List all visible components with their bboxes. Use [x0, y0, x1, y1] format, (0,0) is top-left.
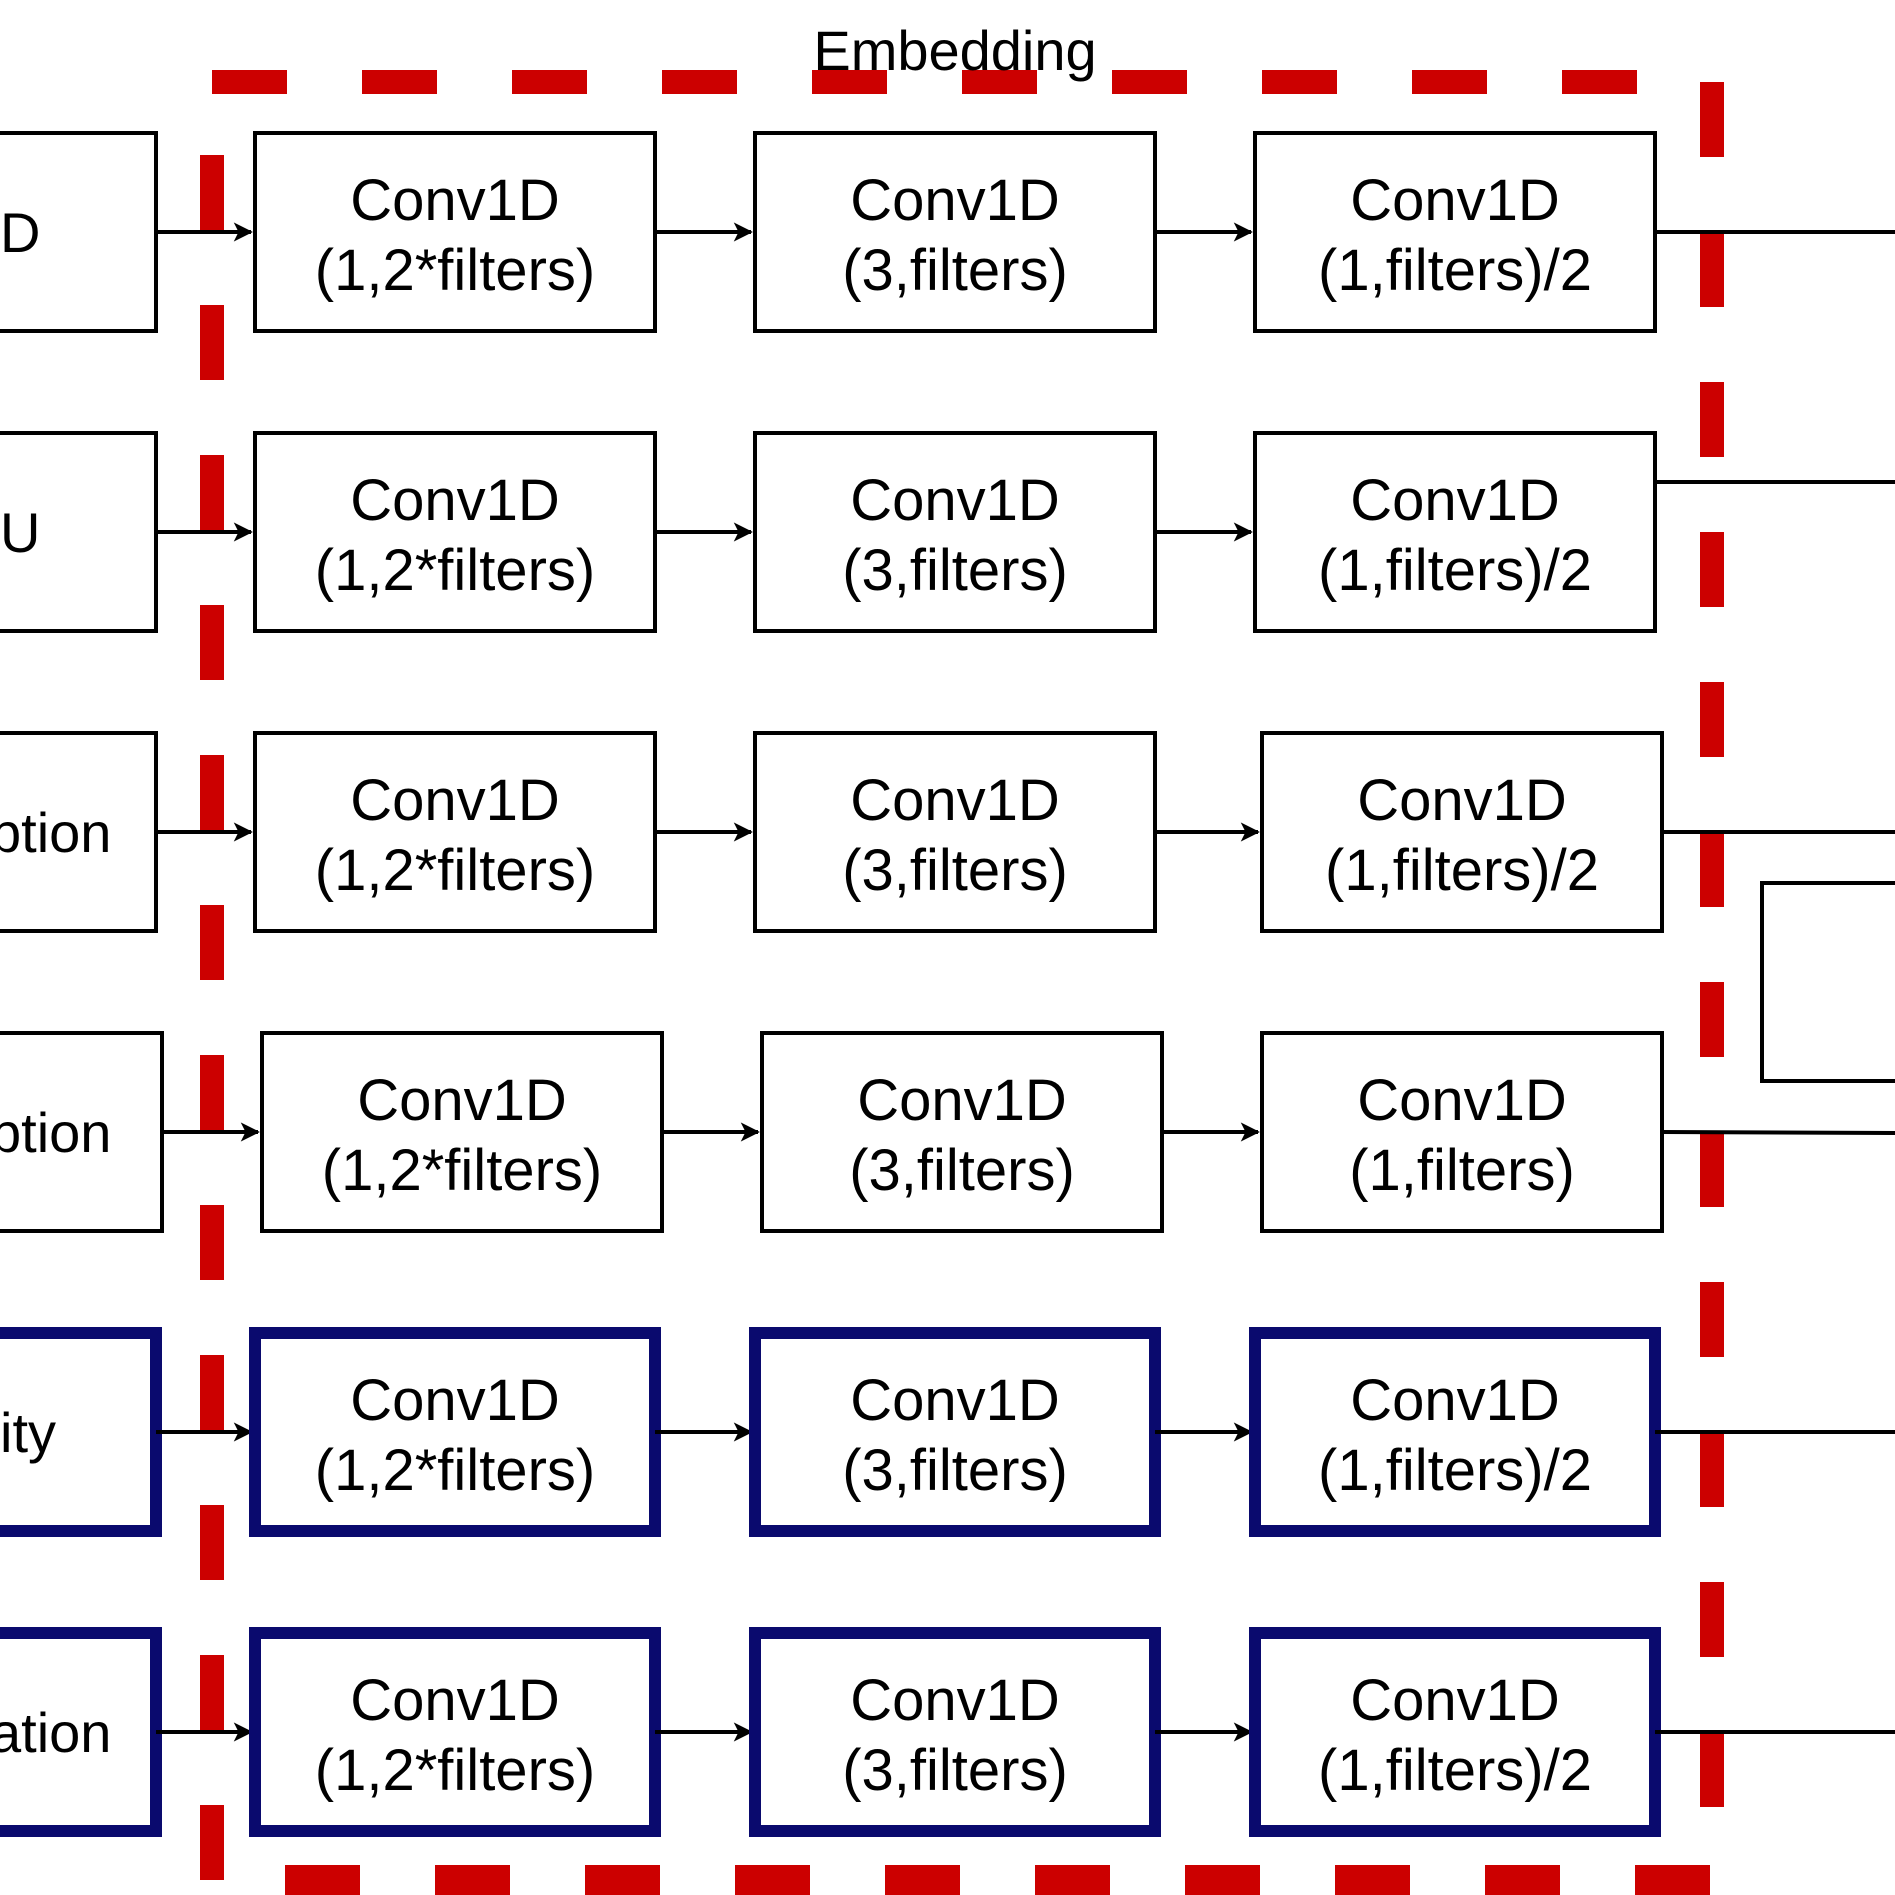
conv1d-params: (1,filters)	[1349, 1138, 1575, 1203]
conv1d-title: Conv1D	[350, 468, 560, 533]
conv1d-block: Conv1D(3,filters)	[753, 131, 1157, 333]
conv1d-block: Conv1D(1,filters)/2	[1249, 1327, 1661, 1537]
conv1d-title: Conv1D	[1357, 768, 1567, 833]
conv1d-params: (1,2*filters)	[315, 838, 595, 903]
conv1d-params: (1,2*filters)	[315, 1738, 595, 1803]
conv1d-params: (3,filters)	[849, 1138, 1075, 1203]
conv1d-box	[253, 131, 657, 333]
conv1d-block: Conv1D(1,2*filters)	[253, 131, 657, 333]
conv1d-params: (1,filters)/2	[1318, 1738, 1592, 1803]
conv1d-title: Conv1D	[1350, 468, 1560, 533]
conv1d-title: Conv1D	[850, 468, 1060, 533]
conv1d-params: (1,2*filters)	[322, 1138, 602, 1203]
conv1d-title: Conv1D	[357, 1068, 567, 1133]
conv1d-box	[749, 1627, 1161, 1837]
conv1d-block: Conv1D(3,filters)	[760, 1031, 1164, 1233]
input-box	[0, 1327, 162, 1537]
input-label: ption	[0, 1101, 111, 1164]
conv1d-box	[253, 431, 657, 633]
conv1d-box	[1253, 131, 1657, 333]
conv1d-title: Conv1D	[850, 768, 1060, 833]
conv1d-block: Conv1D(3,filters)	[749, 1327, 1161, 1537]
conv1d-block: Conv1D(1,2*filters)	[253, 731, 657, 933]
conv1d-params: (3,filters)	[842, 1738, 1068, 1803]
conv1d-box	[1253, 431, 1657, 633]
input-box	[0, 1627, 162, 1837]
input-label: ity	[0, 1401, 56, 1464]
conv1d-block: Conv1D(1,2*filters)	[260, 1031, 664, 1233]
conv1d-box	[1260, 1031, 1664, 1233]
conv1d-block: Conv1D(3,filters)	[753, 731, 1157, 933]
conv1d-params: (1,2*filters)	[315, 238, 595, 303]
conv1d-block: Conv1D(3,filters)	[753, 431, 1157, 633]
input-label: ation	[0, 1701, 111, 1764]
conv1d-box	[749, 1327, 1161, 1537]
conv1d-block: Conv1D(1,filters)/2	[1249, 1627, 1661, 1837]
conv1d-title: Conv1D	[1357, 1068, 1567, 1133]
conv1d-block: Conv1D(1,filters)	[1260, 1031, 1664, 1233]
conv1d-title: Conv1D	[1350, 1368, 1560, 1433]
conv1d-box	[753, 731, 1157, 933]
input-label: D	[0, 201, 40, 264]
conv1d-block: Conv1D(1,2*filters)	[249, 1327, 661, 1537]
conv1d-params: (3,filters)	[842, 538, 1068, 603]
conv1d-title: Conv1D	[350, 168, 560, 233]
conv1d-params: (1,filters)/2	[1318, 238, 1592, 303]
conv1d-block: Conv1D(1,2*filters)	[249, 1627, 661, 1837]
input-label: ption	[0, 801, 111, 864]
conv1d-title: Conv1D	[850, 1668, 1060, 1733]
input-box	[0, 1031, 164, 1233]
conv1d-title: Conv1D	[850, 1368, 1060, 1433]
output-edge	[1661, 1130, 1895, 1135]
conv1d-params: (3,filters)	[842, 1438, 1068, 1503]
input-box	[0, 431, 158, 633]
conv1d-title: Conv1D	[1350, 1668, 1560, 1733]
input-label: U	[0, 501, 40, 564]
conv1d-title: Conv1D	[850, 168, 1060, 233]
conv1d-params: (1,filters)/2	[1318, 538, 1592, 603]
conv1d-box	[249, 1327, 661, 1537]
conv1d-block: Conv1D(1,filters)/2	[1253, 131, 1657, 333]
conv1d-params: (1,filters)/2	[1318, 1438, 1592, 1503]
conv1d-params: (1,2*filters)	[315, 538, 595, 603]
conv1d-block: Conv1D(1,filters)/2	[1253, 431, 1657, 633]
conv1d-block: Conv1D(1,filters)/2	[1260, 731, 1664, 933]
conv1d-title: Conv1D	[350, 1368, 560, 1433]
conv1d-title: Conv1D	[1350, 168, 1560, 233]
conv1d-params: (3,filters)	[842, 838, 1068, 903]
conv1d-title: Conv1D	[857, 1068, 1067, 1133]
embedding-label: Embedding	[813, 19, 1096, 82]
conv1d-params: (3,filters)	[842, 238, 1068, 303]
conv1d-box	[1260, 731, 1664, 933]
merge-box	[1760, 881, 1895, 1083]
conv1d-params: (1,2*filters)	[315, 1438, 595, 1503]
conv1d-params: (1,filters)/2	[1325, 838, 1599, 903]
conv1d-block: Conv1D(1,2*filters)	[253, 431, 657, 633]
conv1d-title: Conv1D	[350, 768, 560, 833]
conv1d-box	[260, 1031, 664, 1233]
conv1d-title: Conv1D	[350, 1668, 560, 1733]
conv1d-block: Conv1D(3,filters)	[749, 1627, 1161, 1837]
